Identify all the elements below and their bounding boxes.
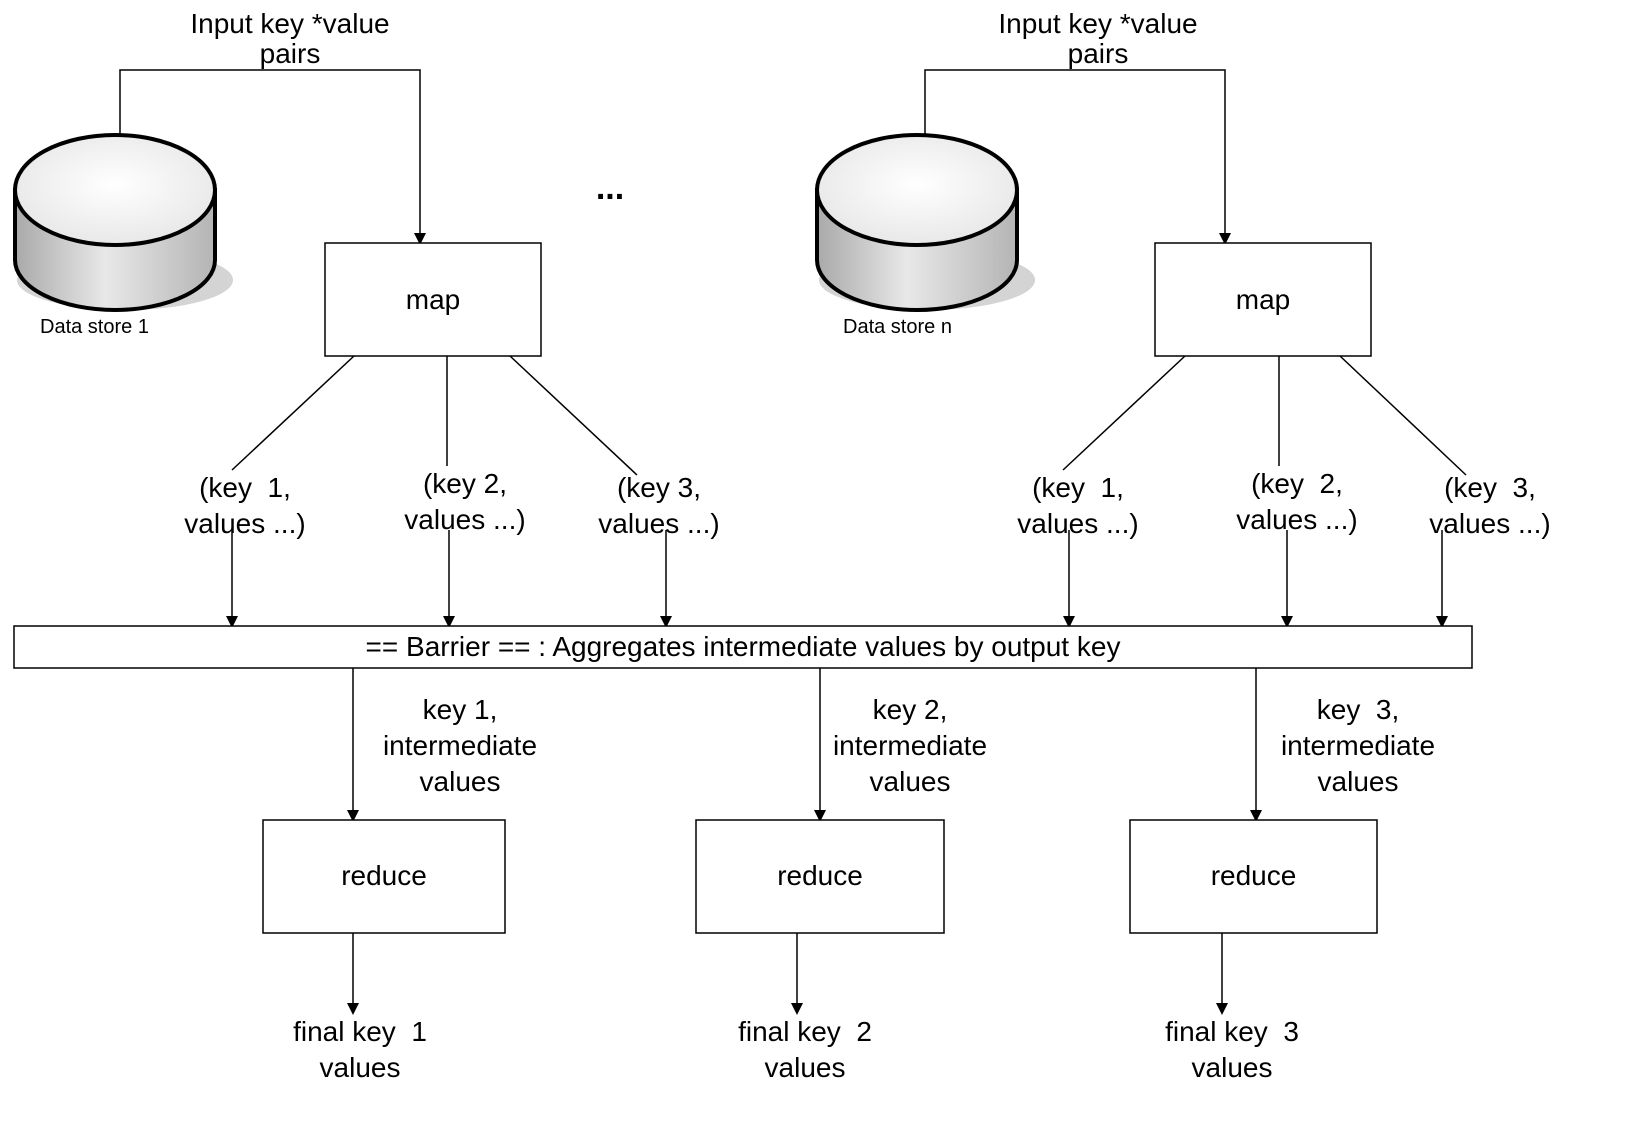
data-store-1-label: Data store 1 [40, 316, 149, 338]
intermediate-2-line2: intermediate [832, 730, 988, 761]
intermediate-3: key 3, intermediate values [1268, 692, 1448, 800]
map2-output-key2: (key 2, values ...) [1212, 466, 1382, 538]
reduce-box-3 [1129, 819, 1378, 934]
map-box-1 [324, 242, 542, 357]
map1-output-key2-line1: (key 2, [422, 468, 508, 499]
input-connector-2 [924, 69, 1231, 245]
intermediate-2-line3: values [869, 766, 951, 797]
final-1-line2: values [319, 1052, 401, 1083]
input-label-2: Input key *value pairs [958, 6, 1238, 72]
data-store-n-cylinder [815, 133, 1035, 312]
intermediate-3-line3: values [1317, 766, 1399, 797]
map-label-2: map [1235, 284, 1291, 315]
map2-output-key1: (key 1, values ...) [993, 470, 1163, 542]
intermediate-3-line1: key 3, [1316, 694, 1400, 725]
reduce-box-2 [695, 819, 945, 934]
intermediate-1: key 1, intermediate values [370, 692, 550, 800]
map2-output-key3: (key 3, values ...) [1405, 470, 1575, 542]
to-final-arrows [347, 933, 1228, 1015]
map2-output-key1-line2: values ...) [1017, 508, 1139, 539]
reduce-label-2: reduce [777, 860, 863, 891]
input-label-1: Input key *value pairs [150, 6, 430, 72]
to-reduce-arrows [347, 668, 1262, 822]
final-2: final key 2 values [715, 1014, 895, 1086]
final-2-line1: final key 2 [738, 1016, 872, 1047]
intermediate-2: key 2, intermediate values [820, 692, 1000, 800]
data-store-n-label: Data store n [843, 316, 952, 338]
map-fanout-lines [231, 355, 1467, 476]
map1-output-key3-line2: values ...) [598, 508, 720, 539]
map2-output-key3-line1: (key 3, [1444, 472, 1536, 503]
map1-output-key1: (key 1, values ...) [160, 470, 330, 542]
map2-output-key2-line2: values ...) [1236, 504, 1358, 535]
map1-output-key3-line1: (key 3, [616, 472, 702, 503]
map1-output-key1-line1: (key 1, [199, 472, 291, 503]
final-1: final key 1 values [270, 1014, 450, 1086]
final-3-line1: final key 3 [1165, 1016, 1299, 1047]
intermediate-1-line3: values [419, 766, 501, 797]
data-store-1-cylinder [13, 133, 233, 312]
input-label-2-line2: pairs [1067, 38, 1129, 69]
reduce-label-1: reduce [341, 860, 427, 891]
map-label-1: map [405, 284, 461, 315]
map2-output-key3-line2: values ...) [1429, 508, 1551, 539]
intermediate-2-line1: key 2, [872, 694, 948, 725]
map1-output-key1-line2: values ...) [184, 508, 306, 539]
ellipsis: ... [595, 169, 625, 207]
intermediate-1-line1: key 1, [422, 694, 498, 725]
barrier-label: == Barrier == : Aggregates intermediate … [365, 631, 1121, 662]
map1-output-key2: (key 2, values ...) [380, 466, 550, 538]
input-label-1-line1: Input key *value [190, 8, 390, 39]
input-label-1-line2: pairs [259, 38, 321, 69]
input-connector-1 [119, 69, 426, 245]
final-3: final key 3 values [1142, 1014, 1322, 1086]
map2-output-key2-line1: (key 2, [1251, 468, 1343, 499]
barrier-box [13, 625, 1473, 669]
final-2-line2: values [764, 1052, 846, 1083]
map2-output-key1-line1: (key 1, [1032, 472, 1124, 503]
map1-output-key2-line2: values ...) [404, 504, 526, 535]
input-label-2-line1: Input key *value [998, 8, 1198, 39]
to-barrier-arrows [226, 530, 1448, 628]
intermediate-3-line2: intermediate [1280, 730, 1436, 761]
reduce-box-1 [262, 819, 506, 934]
reduce-label-3: reduce [1210, 860, 1297, 891]
map-box-2 [1154, 242, 1372, 357]
map1-output-key3: (key 3, values ...) [574, 470, 744, 542]
intermediate-1-line2: intermediate [382, 730, 538, 761]
final-1-line1: final key 1 [293, 1016, 427, 1047]
final-3-line2: values [1191, 1052, 1273, 1083]
